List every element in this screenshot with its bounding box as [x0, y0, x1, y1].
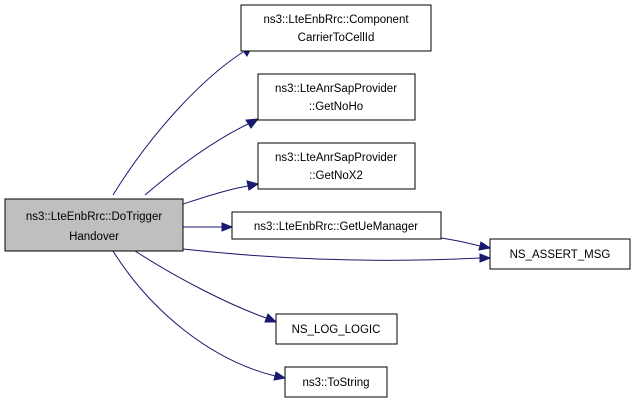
node-label-line-1: ns3::LteEnbRrc::Component — [263, 14, 409, 26]
node-label: ns3::LteEnbRrc::GetUeManager — [254, 221, 418, 233]
edge-to-get-ue-manager — [183, 222, 234, 232]
node-ns-assert-msg[interactable]: NS_ASSERT_MSG — [489, 238, 631, 270]
edge-ue-manager-to-ns-assert-msg — [440, 237, 492, 251]
node-ns-log-logic[interactable]: NS_LOG_LOGIC — [275, 313, 398, 345]
node-label-line-2: Handover — [69, 231, 119, 243]
edge-to-get-no-x2 — [179, 180, 260, 206]
node-label-line-2: ::GetNoHo — [309, 101, 363, 113]
node-component-carrier-to-cell-id[interactable]: ns3::LteEnbRrc::Component CarrierToCellI… — [240, 4, 432, 52]
node-label: NS_LOG_LOGIC — [292, 324, 381, 336]
node-get-no-x2[interactable]: ns3::LteAnrSapProvider ::GetNoX2 — [257, 142, 416, 190]
edge-to-to-string — [112, 250, 287, 381]
node-to-string[interactable]: ns3::ToString — [284, 366, 388, 398]
node-label-line-1: ns3::LteAnrSapProvider — [275, 152, 397, 164]
edge-to-ns-assert-msg-direct — [182, 248, 492, 263]
node-label-line-1: ns3::LteAnrSapProvider — [275, 83, 397, 95]
node-do-trigger-handover[interactable]: ns3::LteEnbRrc::DoTrigger Handover — [4, 198, 184, 252]
node-label-line-1: ns3::LteEnbRrc::DoTrigger — [26, 211, 163, 223]
node-get-no-ho[interactable]: ns3::LteAnrSapProvider ::GetNoHo — [257, 73, 416, 121]
node-label-line-2: CarrierToCellId — [298, 32, 375, 44]
node-label-line-2: ::GetNoX2 — [309, 170, 363, 182]
node-get-ue-manager[interactable]: ns3::LteEnbRrc::GetUeManager — [231, 211, 442, 240]
edge-to-ns-log-logic — [134, 250, 278, 323]
node-label: NS_ASSERT_MSG — [510, 249, 611, 261]
edge-to-get-no-ho — [144, 118, 260, 196]
edge-to-component-carrier-to-cell-id — [112, 45, 253, 196]
node-label: ns3::ToString — [302, 377, 369, 389]
